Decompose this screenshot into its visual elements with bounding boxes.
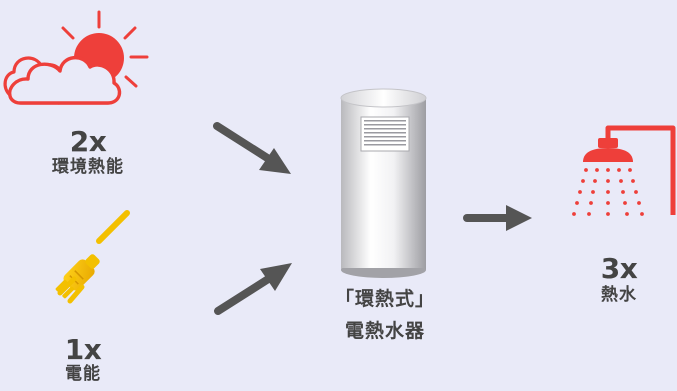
arrow-heater-to-output — [463, 205, 532, 231]
arrow-ambient-to-heater — [213, 122, 291, 174]
heater-label-line2: 電熱水器 — [344, 320, 425, 342]
output-label: 熱水 — [601, 285, 637, 305]
sun-cloud-icon — [3, 10, 149, 105]
arrow-electric-to-heater — [214, 263, 292, 315]
water-heater-icon — [340, 88, 427, 278]
electric-label: 電能 — [65, 364, 101, 384]
plug-icon — [55, 210, 130, 304]
heater-label-line1: 「環熱式」 — [334, 288, 435, 310]
shower-icon — [572, 125, 676, 216]
electric-multiplier: 1x — [64, 333, 102, 366]
output-multiplier: 3x — [600, 252, 638, 285]
ambient-multiplier: 2x — [69, 125, 107, 158]
ambient-label: 環境熱能 — [52, 157, 124, 177]
